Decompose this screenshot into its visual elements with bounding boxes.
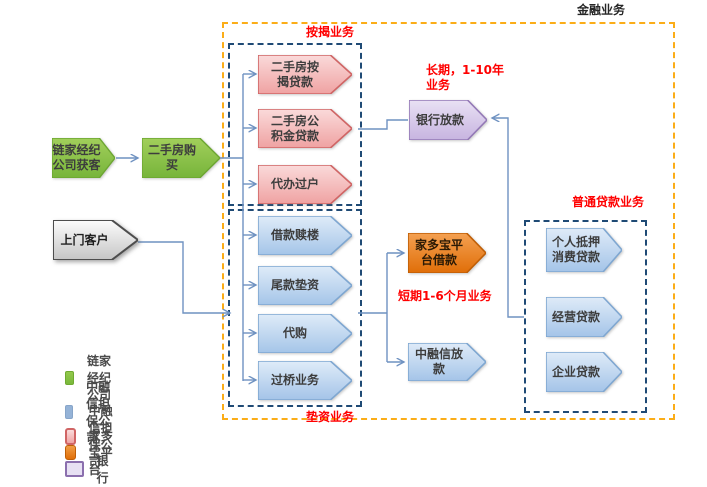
node-transfer-agency: 代办过户: [258, 165, 352, 204]
legend-item-zhongrongxin-pink: 中融信担保公司: [65, 402, 115, 470]
legend-label: 银行: [96, 454, 109, 485]
node-door-customer: 上门客户: [53, 220, 138, 260]
node-enterprise-loan: 企业贷款: [546, 352, 622, 392]
node-bridge-business: 过桥业务: [258, 361, 352, 400]
ordinary-loans-group-label: 普通贷款业务: [572, 195, 645, 209]
mortgage-group-label: 按揭业务: [306, 25, 355, 39]
node-mortgage-loan: 二手房按揭贷款: [258, 55, 352, 94]
advance-group-label: 垫资业务: [306, 410, 355, 424]
long-term-annotation-line1: 长期，1-10年: [426, 63, 505, 77]
node-zhongrongxin-lending: 中融信放款: [408, 343, 486, 381]
long-term-annotation: 长期，1-10年 业务: [426, 63, 504, 93]
advance-group-box: [228, 209, 362, 407]
short-term-annotation: 短期1-6个月业务: [398, 289, 492, 303]
node-balance-advance: 尾款垫资: [258, 266, 352, 305]
legend-label: 家多宝平台: [88, 429, 113, 477]
long-term-annotation-line2: 业务: [426, 78, 451, 92]
legend-swatch-pink: [65, 427, 76, 445]
legend-swatch-blue: [65, 405, 74, 419]
node-fund-loan: 二手房公积金贷款: [258, 109, 352, 148]
legend-label: 链家经纪公司: [86, 354, 111, 402]
connector-door-customer-to-advance-box: [138, 241, 230, 313]
legend-item-jiaduobao: 家多宝平台: [65, 427, 113, 478]
legend-swatch-orange: [65, 445, 76, 460]
legend-item-bank: 银行: [65, 452, 114, 486]
node-jiaduobao-borrow: 家多宝平台借款: [408, 233, 486, 273]
node-operating-loan: 经营贷款: [546, 297, 622, 337]
finance-group-box: [222, 22, 675, 420]
node-personal-pledge-loan: 个人抵押消费贷款: [546, 228, 622, 272]
connector-ordinary-box-to-bank: [492, 118, 524, 318]
node-redeem-loan: 借款赎楼: [258, 216, 352, 255]
ordinary-loans-group-box: [524, 220, 647, 413]
finance-group-label: 金融业务: [577, 3, 626, 17]
node-purchase-agency: 代购: [258, 314, 352, 353]
legend-label: 中融信担保公司: [88, 404, 113, 469]
legend-swatch-purple: [65, 461, 84, 477]
node-secondhand-purchase: 二手房购买: [142, 138, 220, 178]
legend-swatch-green: [65, 370, 74, 385]
legend-item-zhongrongxin-blue: 中融信担保公司: [65, 378, 112, 446]
connector-mortgage-box-to-bank: [358, 119, 408, 130]
legend-item-lianjia: 链家经纪公司: [65, 352, 112, 403]
mortgage-group-box: [228, 43, 362, 206]
node-bank-lending: 银行放款: [409, 100, 487, 140]
legend-label: 中融信担保公司: [86, 380, 111, 445]
node-lianjia-acquire: 链家经纪公司获客: [52, 138, 115, 178]
